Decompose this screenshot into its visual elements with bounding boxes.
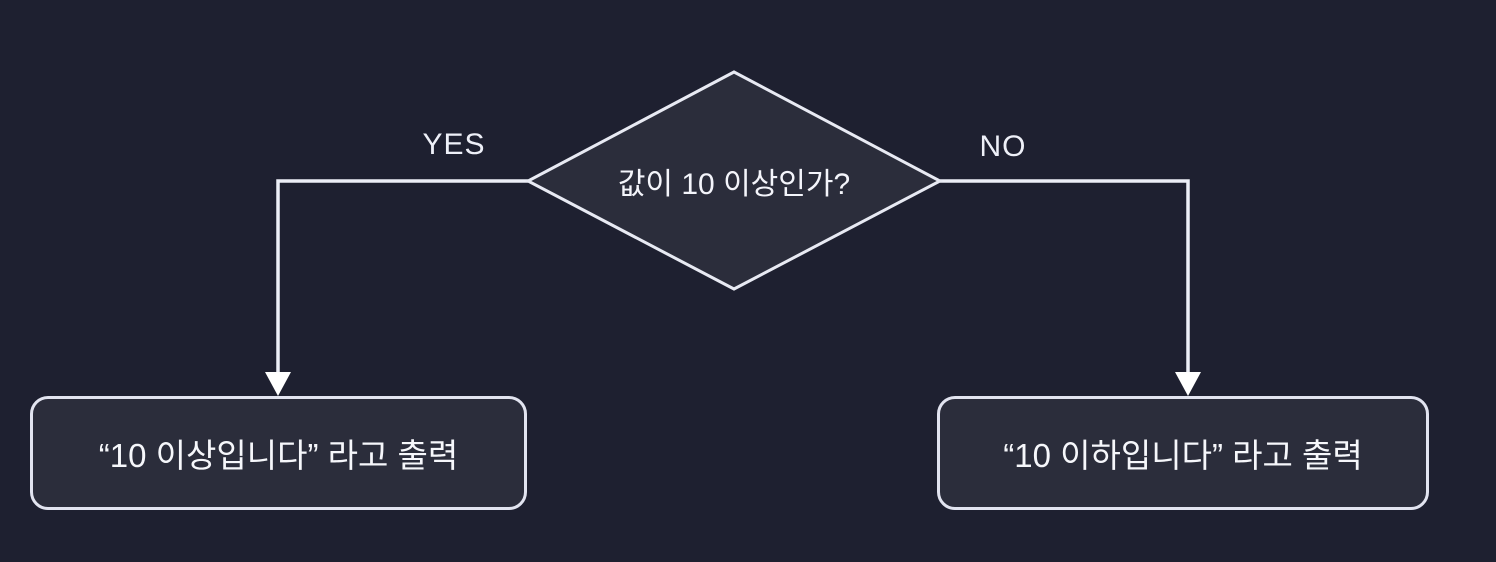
decision-diamond [524, 70, 944, 291]
yes-branch-label: YES [422, 128, 486, 161]
yes-arrowhead-icon [265, 372, 291, 396]
no-connector-line [940, 179, 1190, 374]
output-box-no-label: “10 이하입니다” 라고 출력 [1003, 437, 1363, 474]
decision-label: 값이 10 이상인가? [617, 168, 851, 201]
output-box-no: “10 이하입니다” 라고 출력 [937, 396, 1429, 510]
yes-connector-line [276, 179, 528, 374]
output-box-yes: “10 이상입니다” 라고 출력 [30, 396, 527, 510]
output-box-yes-label: “10 이상입니다” 라고 출력 [98, 437, 459, 474]
no-arrowhead-icon [1175, 372, 1201, 396]
no-branch-label: NO [979, 130, 1027, 163]
